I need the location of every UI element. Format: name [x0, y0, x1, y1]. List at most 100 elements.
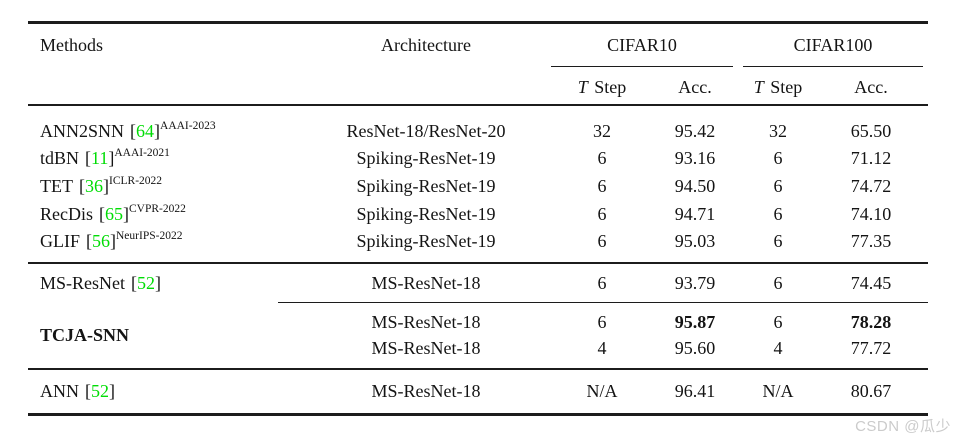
citation-link[interactable]: 52 — [91, 381, 109, 401]
venue-superscript: ICLR-2022 — [109, 175, 163, 187]
tcja-label-row: TCJA-SNN — [0, 321, 955, 349]
table-row: MS-ResNet-18 4 95.60 4 77.72 — [0, 334, 955, 362]
cifar10-acc-cell: 95.87 — [674, 312, 716, 332]
citation: [52] — [131, 273, 161, 293]
cifar100-acc-cell: 74.45 — [850, 273, 892, 293]
t-symbol: T — [753, 77, 764, 97]
method-cell: GLIF [56]NeurIPS-2022 — [40, 227, 182, 255]
citation-link[interactable]: 65 — [105, 204, 123, 224]
bracket-close: ] — [109, 381, 115, 401]
architecture-cell: Spiking-ResNet-19 — [356, 204, 496, 224]
cifar10-acc-cell: 93.16 — [674, 148, 716, 168]
cifar10-acc-cell: 94.71 — [674, 204, 716, 224]
tcja-method-label: TCJA-SNN — [40, 325, 130, 345]
method-cell: tdBN[11]AAAI-2021 — [40, 144, 170, 172]
table-header-row: Methods Architecture CIFAR10 CIFAR100 — [0, 31, 955, 59]
method-name: TET — [40, 176, 73, 196]
method-name: GLIF — [40, 231, 80, 251]
cifar10-tstep-cell: 4 — [597, 338, 607, 358]
venue-superscript: CVPR-2022 — [129, 203, 186, 215]
architecture-cell: MS-ResNet-18 — [371, 338, 481, 358]
architecture-cell: MS-ResNet-18 — [371, 273, 481, 293]
top-rule — [28, 21, 928, 24]
cifar10-cmidrule — [551, 66, 733, 67]
table-row: ANN2SNN[64]AAAI-2023 ResNet-18/ResNet-20… — [0, 117, 955, 145]
table-row: MS-ResNet-18 6 95.87 6 78.28 — [0, 308, 955, 336]
table-row: ANN[52] MS-ResNet-18 N/A 96.41 N/A 80.67 — [0, 377, 955, 405]
cifar100-tstep-cell: 6 — [773, 176, 783, 196]
cifar100-tstep-cell: 6 — [773, 204, 783, 224]
bracket-close: ] — [123, 204, 129, 224]
cifar100-tstep-cell: 6 — [773, 273, 783, 293]
architecture-header: Architecture — [381, 35, 471, 55]
cifar100-tstep-cell: 4 — [773, 338, 783, 358]
method-cell: ANN [52] — [40, 377, 115, 405]
citation: [65] — [99, 204, 129, 224]
cifar10-acc-cell: 95.60 — [674, 338, 716, 358]
method-name: ANN2SNN — [40, 121, 125, 141]
step-label: Step — [770, 77, 803, 97]
cifar100-acc-cell: 74.10 — [850, 204, 892, 224]
cifar10-tstep-cell: 32 — [593, 121, 611, 141]
citation-link[interactable]: 64 — [136, 121, 155, 141]
bracket-open: [ — [85, 381, 91, 401]
table-row: TET[36]ICLR-2022 Spiking-ResNet-19 6 94.… — [0, 172, 955, 200]
cifar100-acc-cell: 77.35 — [850, 231, 892, 251]
method-name: ANN — [40, 381, 79, 401]
methods-header: Methods — [40, 35, 103, 55]
cifar100-acc-header: Acc. — [854, 77, 888, 97]
citation: [56] — [86, 231, 116, 251]
table-row: RecDis[65]CVPR-2022 Spiking-ResNet-19 6 … — [0, 200, 955, 228]
bracket-close: ] — [103, 176, 109, 196]
step-label: Step — [594, 77, 627, 97]
architecture-cell: ResNet-18/ResNet-20 — [346, 121, 506, 141]
csdn-watermark: CSDN @瓜少 — [855, 418, 951, 435]
method-name: tdBN — [40, 148, 80, 168]
cifar10-acc-cell: 95.03 — [674, 231, 716, 251]
method-cell: MS-ResNet[52] — [40, 269, 161, 297]
header-midrule — [28, 104, 928, 106]
venue-superscript: AAAI-2021 — [114, 147, 170, 159]
citation-link[interactable]: 36 — [85, 176, 103, 196]
cifar100-cmidrule — [743, 66, 923, 67]
citation: [36] — [79, 176, 109, 196]
venue-superscript: AAAI-2023 — [160, 120, 216, 132]
cifar100-acc-cell: 65.50 — [850, 121, 892, 141]
section2-midrule — [28, 368, 928, 370]
cifar10-acc-cell: 93.79 — [674, 273, 716, 293]
cifar100-acc-cell: 77.72 — [850, 338, 892, 358]
cifar100-acc-cell: 74.72 — [850, 176, 892, 196]
bracket-open: [ — [131, 273, 137, 293]
bracket-open: [ — [79, 176, 85, 196]
cifar100-header: CIFAR100 — [793, 35, 873, 55]
cifar10-tstep-cell: 6 — [597, 312, 607, 332]
citation-link[interactable]: 56 — [92, 231, 110, 251]
section1-midrule — [28, 262, 928, 264]
cifar10-acc-header: Acc. — [678, 77, 712, 97]
citation: [52] — [85, 381, 115, 401]
cifar10-acc-cell: 96.41 — [674, 381, 716, 401]
tcja-cline — [278, 302, 928, 303]
table-row: GLIF [56]NeurIPS-2022 Spiking-ResNet-19 6… — [0, 227, 955, 255]
citation: [11] — [85, 148, 114, 168]
cifar10-acc-cell: 95.42 — [674, 121, 716, 141]
architecture-cell: Spiking-ResNet-19 — [356, 176, 496, 196]
cifar10-header: CIFAR10 — [607, 35, 677, 55]
venue-superscript: NeurIPS-2022 — [116, 230, 183, 242]
citation-link[interactable]: 11 — [91, 148, 109, 168]
citation-link[interactable]: 52 — [137, 273, 155, 293]
bracket-open: [ — [130, 121, 137, 141]
cifar10-tstep-header: T Step — [578, 73, 627, 101]
cifar10-tstep-cell: 6 — [597, 231, 607, 251]
cifar10-tstep-cell: 6 — [597, 204, 607, 224]
architecture-cell: Spiking-ResNet-19 — [356, 148, 496, 168]
bracket-open: [ — [86, 231, 92, 251]
t-symbol: T — [577, 77, 588, 97]
cifar100-tstep-cell: 6 — [773, 231, 783, 251]
cifar100-acc-cell: 71.12 — [850, 148, 892, 168]
cifar100-tstep-header: T Step — [754, 73, 803, 101]
architecture-cell: Spiking-ResNet-19 — [356, 231, 496, 251]
table-row: MS-ResNet[52] MS-ResNet-18 6 93.79 6 74.… — [0, 269, 955, 297]
method-cell: RecDis[65]CVPR-2022 — [40, 200, 186, 228]
